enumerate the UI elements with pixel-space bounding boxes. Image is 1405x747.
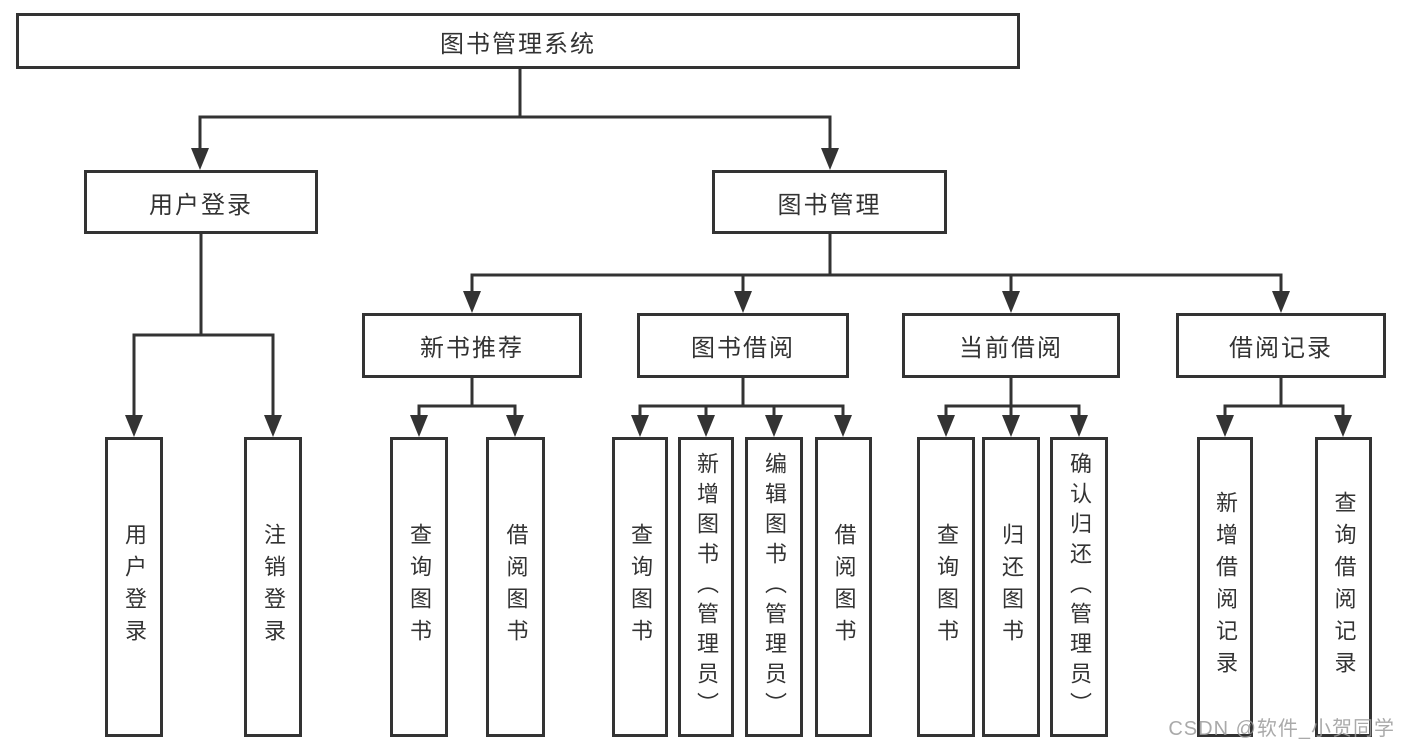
node-label: 归还图书 [999, 523, 1024, 651]
node-label: 图书管理 [777, 191, 882, 219]
arrowhead-icon [1272, 291, 1290, 313]
node-label: 查询图书 [407, 523, 432, 651]
node-label: 借阅图书 [503, 523, 529, 651]
arrowhead-icon [410, 415, 428, 437]
arrowhead-icon [125, 415, 143, 437]
node-leaf: 查询图书 [390, 437, 448, 737]
arrowhead-icon [264, 415, 282, 437]
node-label: 用户登录 [122, 523, 147, 651]
node-leaf: 新增借阅记录 [1197, 437, 1253, 737]
node-label: 借阅记录 [1229, 335, 1333, 362]
node-branch-level2: 图书管理 [712, 170, 947, 234]
arrowhead-icon [821, 148, 839, 170]
arrowhead-icon [1070, 415, 1088, 437]
node-label: 注销登录 [261, 523, 286, 651]
arrowhead-icon [765, 415, 783, 437]
node-branch-level3: 当前借阅 [902, 313, 1120, 378]
node-label: 新增图书（管理员） [694, 452, 719, 722]
node-label: 查询图书 [934, 523, 959, 651]
node-leaf: 归还图书 [982, 437, 1040, 737]
node-label: 查询借阅记录 [1331, 491, 1357, 683]
arrowhead-icon [697, 415, 715, 437]
arrowhead-icon [1216, 415, 1234, 437]
node-leaf: 确认归还（管理员） [1050, 437, 1108, 737]
node-branch-level3: 借阅记录 [1176, 313, 1386, 378]
node-leaf: 注销登录 [244, 437, 302, 737]
node-label: 确认归还（管理员） [1067, 452, 1092, 722]
node-leaf: 查询图书 [612, 437, 668, 737]
arrowhead-icon [1334, 415, 1352, 437]
arrowhead-icon [463, 291, 481, 313]
node-leaf: 借阅图书 [815, 437, 872, 737]
node-label: 图书借阅 [691, 335, 795, 362]
node-label: 编辑图书（管理员） [762, 452, 787, 722]
watermark: CSDN @软件_小贺同学 [1168, 718, 1395, 740]
node-leaf: 新增图书（管理员） [678, 437, 734, 737]
node-branch-level3: 图书借阅 [637, 313, 849, 378]
node-leaf: 编辑图书（管理员） [745, 437, 803, 737]
arrowhead-icon [506, 415, 524, 437]
node-leaf: 查询图书 [917, 437, 975, 737]
node-label: 查询图书 [628, 523, 653, 651]
node-label: 用户登录 [149, 191, 253, 219]
node-leaf: 用户登录 [105, 437, 163, 737]
arrowhead-icon [734, 291, 752, 313]
node-branch-level2: 用户登录 [84, 170, 318, 234]
arrowhead-icon [937, 415, 955, 437]
arrowhead-icon [1002, 291, 1020, 313]
arrowhead-icon [631, 415, 649, 437]
node-branch-level3: 新书推荐 [362, 313, 582, 378]
node-leaf: 借阅图书 [486, 437, 545, 737]
node-label: 新增借阅记录 [1213, 491, 1238, 683]
arrowhead-icon [191, 148, 209, 170]
arrowhead-icon [1002, 415, 1020, 437]
node-label: 图书管理系统 [440, 30, 596, 58]
arrowhead-icon [834, 415, 852, 437]
node-label: 借阅图书 [831, 523, 857, 651]
node-leaf: 查询借阅记录 [1315, 437, 1372, 737]
node-root: 图书管理系统 [16, 13, 1020, 69]
node-label: 当前借阅 [959, 335, 1063, 362]
node-label: 新书推荐 [420, 335, 524, 362]
